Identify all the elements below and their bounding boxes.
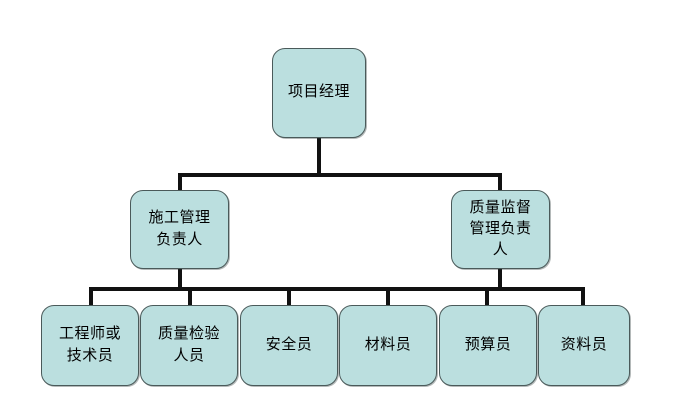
connector-drop-leaf-5 (485, 287, 489, 306)
node-label: 质量检验 人员 (157, 326, 220, 364)
connector-drop-leaf-2 (188, 287, 192, 306)
connector-root-stem (317, 137, 321, 175)
connector-drop-mid-right (498, 173, 502, 192)
connector-drop-leaf-3 (287, 287, 291, 306)
node-documentation-officer[interactable]: 资料员 (538, 305, 630, 386)
node-quality-inspection-staff[interactable]: 质量检验 人员 (140, 305, 238, 386)
node-label: 质量监督 管理负责 人 (469, 199, 532, 259)
node-label: 资料员 (560, 336, 608, 353)
node-budget-officer[interactable]: 预算员 (439, 305, 537, 386)
connector-drop-leaf-4 (386, 287, 390, 306)
node-quality-supervision-lead[interactable]: 质量监督 管理负责 人 (451, 190, 550, 269)
node-materials-officer[interactable]: 材料员 (339, 305, 437, 386)
node-label: 施工管理 负责人 (148, 210, 211, 248)
connector-mid-bus (178, 173, 502, 177)
node-safety-officer[interactable]: 安全员 (240, 305, 338, 386)
node-construction-management-lead[interactable]: 施工管理 负责人 (130, 190, 229, 269)
connector-leaf-bus (89, 287, 585, 291)
connector-drop-mid-left (178, 173, 182, 192)
node-engineer-or-technician[interactable]: 工程师或 技术员 (41, 305, 139, 386)
node-label: 工程师或 技术员 (58, 326, 121, 364)
node-label: 预算员 (464, 336, 512, 353)
node-project-manager[interactable]: 项目经理 (272, 48, 366, 138)
node-label: 材料员 (364, 336, 412, 353)
connector-drop-leaf-1 (89, 287, 93, 306)
connector-stem-mid-left (178, 268, 182, 290)
connector-stem-mid-right (498, 268, 502, 290)
node-label: 安全员 (265, 336, 313, 353)
connector-drop-leaf-6 (581, 287, 585, 306)
node-label: 项目经理 (287, 84, 350, 101)
